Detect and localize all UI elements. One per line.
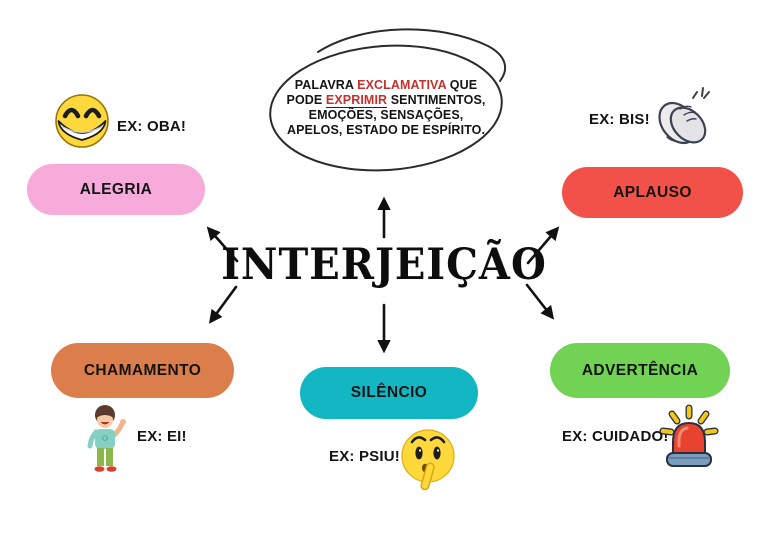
node-pill-aplauso: APLAUSO [562,167,743,218]
definition-part: PALAVRA [294,78,358,92]
page-title: INTERJEIÇÃO [221,239,547,290]
node-label-chamamento: CHAMAMENTO [83,361,202,379]
node-pill-chamamento: CHAMAMENTO [51,343,234,398]
example-label-advertencia: EX: CUIDADO! [562,428,669,445]
definition-highlight-exprimir: EXPRIMIR [325,93,388,108]
node-label-silencio: SILÊNCIO [350,384,428,401]
node-label-advertencia: ADVERTÊNCIA [581,361,699,379]
shushing-face-icon [401,429,455,491]
definition-part: SENTIMENTOS, EMOÇÕES, SENSAÇÕES, APELOS,… [286,93,486,137]
example-label-aplauso: EX: BIS! [589,111,650,128]
node-pill-silencio: SILÊNCIO [300,367,478,419]
waving-child-icon [87,405,126,472]
example-label-silencio: EX: PSIU! [329,448,400,465]
definition-bubble-outline [269,28,507,172]
node-label-aplauso: APLAUSO [613,183,692,201]
clapping-hands-icon [658,87,710,145]
warning-siren-icon [659,404,719,467]
node-pill-alegria: ALEGRIA [27,164,205,215]
arrow-upper-left [206,226,239,263]
definition-part: QUE PODE [286,78,478,107]
beaming-face-icon [55,94,109,148]
arrow-lower-right [525,283,555,320]
example-label-chamamento: EX: EI! [137,428,187,445]
example-label-alegria: EX: OBA! [117,118,187,135]
node-pill-advertencia: ADVERTÊNCIA [550,343,730,398]
arrow-upper-right [526,226,560,265]
definition-text: PALAVRA EXCLAMATIVA QUE PODE EXPRIMIR SE… [284,78,488,138]
node-label-alegria: ALEGRIA [79,180,153,198]
arrow-lower-left [208,285,238,324]
definition-highlight-exclamativa: EXCLAMATIVA [357,78,447,92]
